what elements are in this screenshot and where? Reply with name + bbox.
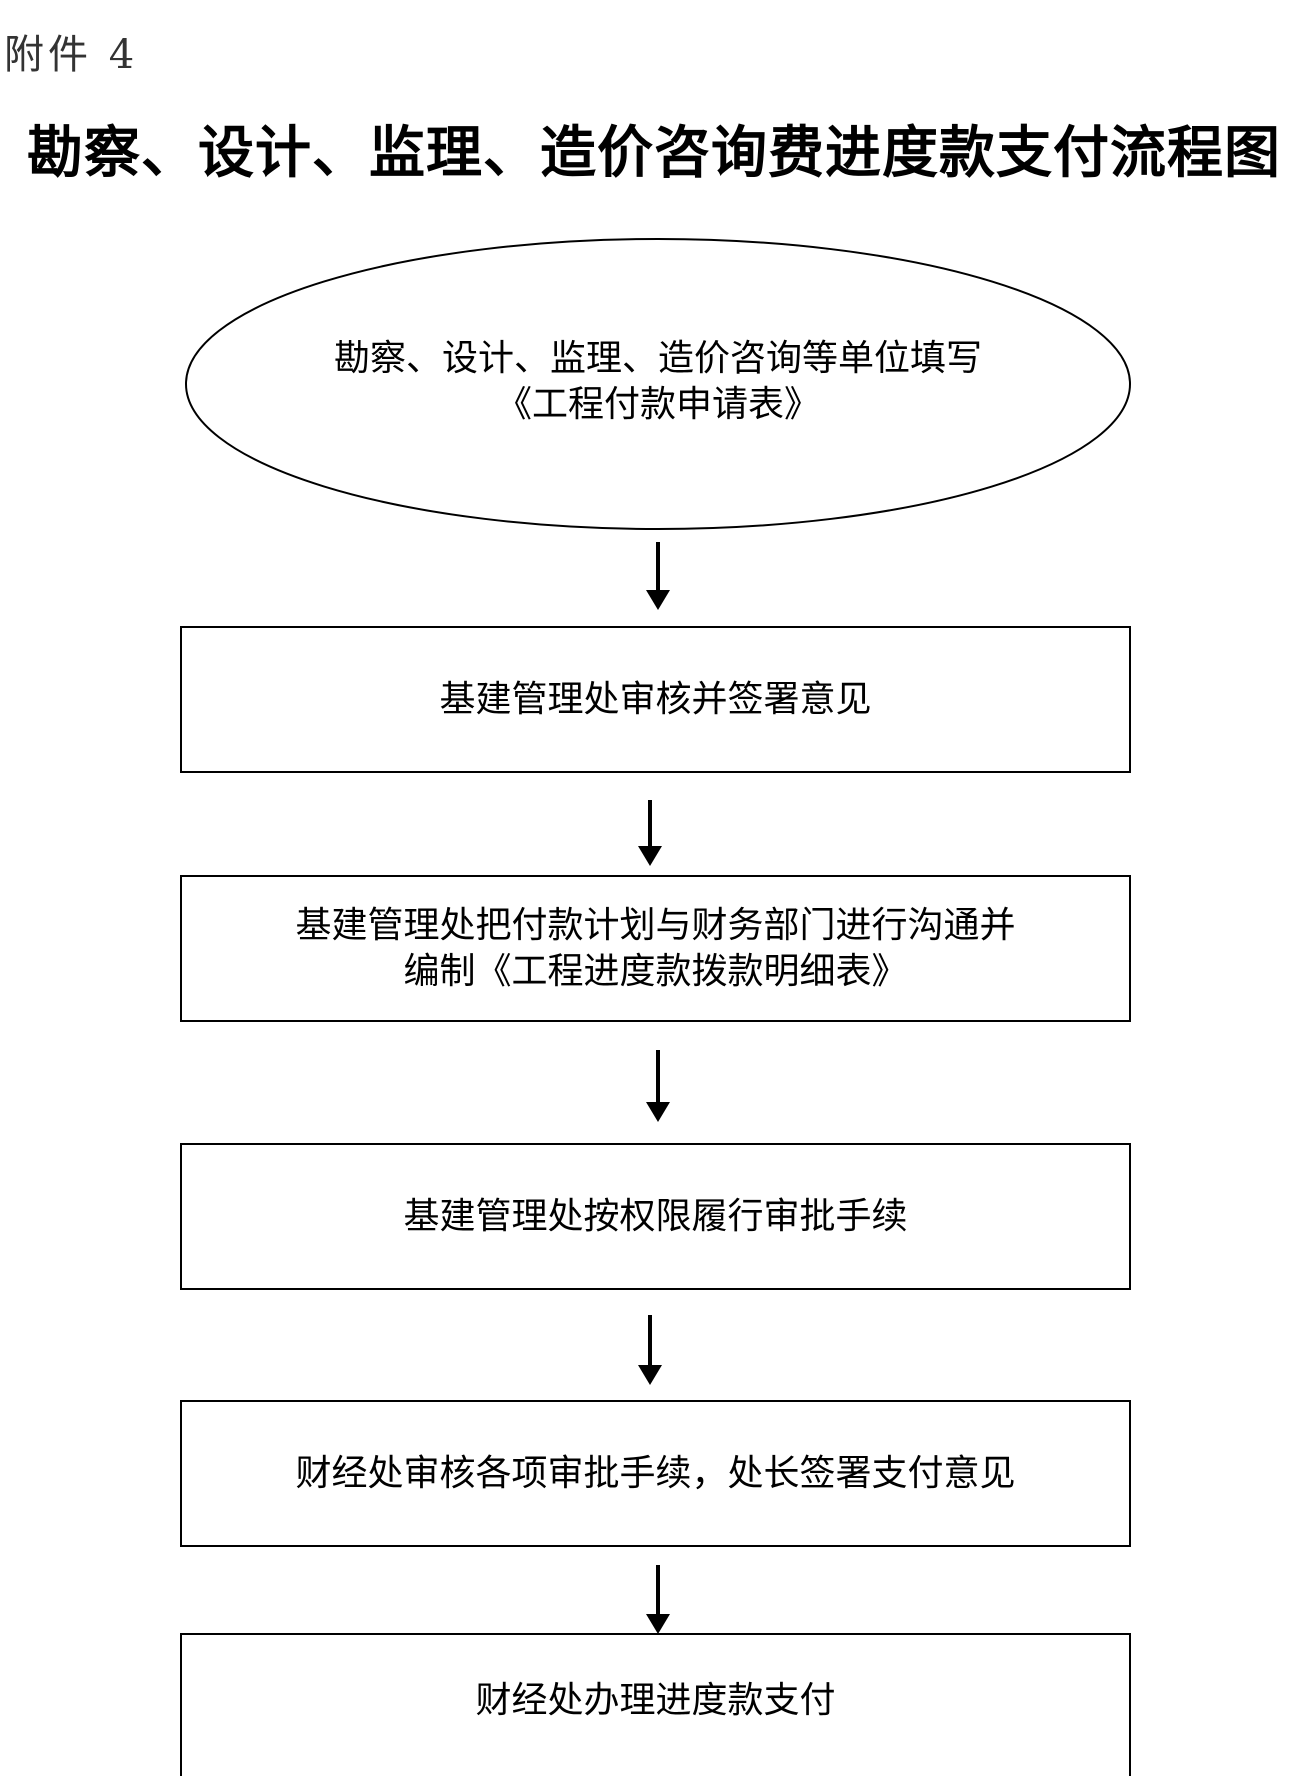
step-2-line-2: 编制《工程进度款拨款明细表》 [403, 950, 908, 992]
step-2-box [180, 875, 1131, 1022]
arrow-1 [646, 542, 670, 610]
arrow-4 [638, 1315, 662, 1385]
page-title: 勘察、设计、监理、造价咨询费进度款支付流程图 [27, 120, 1281, 186]
step-2-text: 基建管理处把付款计划与财务部门进行沟通并 编制《工程进度款拨款明细表》 [181, 876, 1130, 1021]
step-1-box [180, 626, 1131, 773]
step-2-line-1: 基建管理处把付款计划与财务部门进行沟通并 [295, 904, 1016, 946]
step-4-box [180, 1400, 1131, 1547]
arrow-5 [646, 1565, 670, 1634]
step-4-line-1: 财经处审核各项审批手续，处长签署支付意见 [295, 1452, 1016, 1494]
start-node-line-1: 勘察、设计、监理、造价咨询等单位填写 [333, 338, 982, 379]
step-5-text: 财经处办理进度款支付 [181, 1634, 1130, 1768]
step-3-box [180, 1143, 1131, 1290]
step-1-line-1: 基建管理处审核并签署意见 [439, 678, 872, 720]
start-node-text: 勘察、设计、监理、造价咨询等单位填写 《工程付款申请表》 [190, 320, 1126, 444]
step-4-text: 财经处审核各项审批手续，处长签署支付意见 [181, 1401, 1130, 1546]
step-3-line-1: 基建管理处按权限履行审批手续 [403, 1195, 908, 1237]
arrow-2 [638, 800, 662, 866]
step-1-text: 基建管理处审核并签署意见 [181, 627, 1130, 772]
step-5-line-1: 财经处办理进度款支付 [475, 1680, 836, 1721]
attachment-label: 附件 4 [4, 32, 139, 78]
start-ellipse [185, 238, 1131, 530]
start-node-line-2: 《工程付款申请表》 [495, 384, 820, 425]
step-5-box [180, 1633, 1131, 1776]
step-3-text: 基建管理处按权限履行审批手续 [181, 1144, 1130, 1289]
arrow-3 [646, 1050, 670, 1122]
